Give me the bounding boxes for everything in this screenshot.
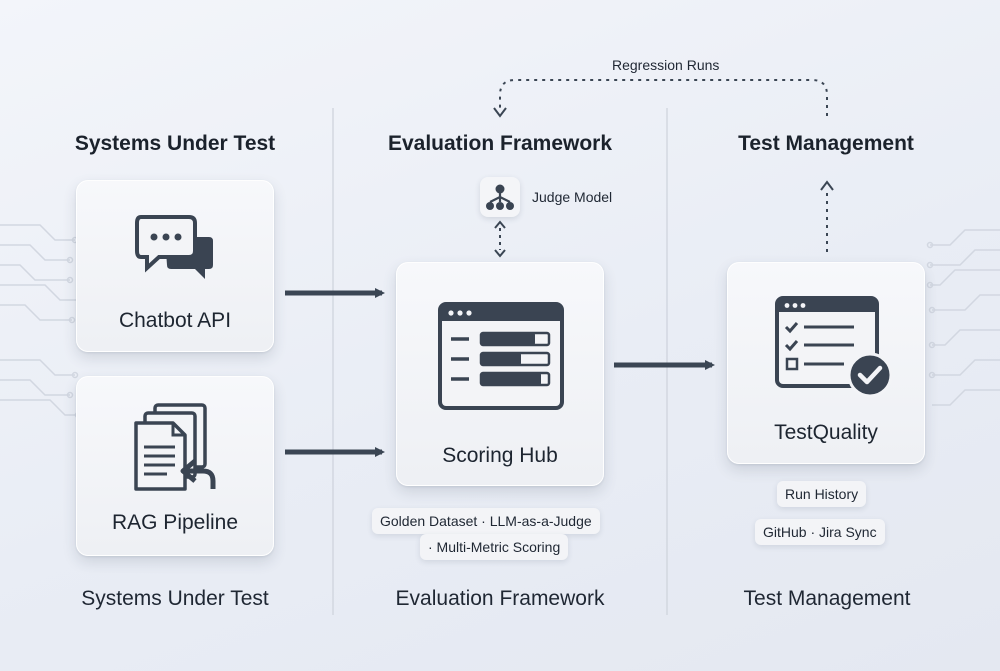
chatbot-api-label: Chatbot API [118,309,232,332]
chat-bubbles-icon [135,215,213,279]
judge-model-label: Judge Model [532,189,613,205]
documents-return-icon [134,403,216,491]
chip-golden-dataset-judge: Golden Dataset · LLM-as-a-Judge [372,508,600,534]
column-title-test-management: Test Management [738,132,914,155]
scoring-hub-label: Scoring Hub [442,444,558,467]
dashboard-window-icon [438,302,564,410]
rag-pipeline-label: RAG Pipeline [111,511,239,534]
column-title-evaluation: Evaluation Framework [387,132,613,155]
chip-run-history: Run History [777,481,867,507]
rag-pipeline-card[interactable]: RAG Pipeline [76,376,274,556]
checklist-window-icon [775,296,893,398]
testquality-label: TestQuality [774,421,878,444]
testquality-card[interactable]: TestQuality [727,262,925,464]
arrow-judge-hub-dotted [494,220,506,258]
circuit-decoration-right [926,229,1000,406]
circuit-decoration-left [0,224,84,419]
regression-runs-label: Regression Runs [612,57,720,73]
chip-github-jira-sync: GitHub · Jira Sync [755,519,885,545]
column-footer-systems: Systems Under Test [81,587,269,610]
scoring-hub-card[interactable]: Scoring Hub [396,262,604,486]
column-footer-test-management: Test Management [743,587,911,610]
arrow-testquality-up-dotted [820,180,834,252]
chatbot-api-card[interactable]: Chatbot API [76,180,274,352]
judge-model-node[interactable] [480,177,520,217]
column-title-systems: Systems Under Test [74,132,276,155]
regression-loop-path [493,79,828,118]
chip-multi-metric-scoring: · Multi-Metric Scoring [420,534,569,560]
column-footer-evaluation: Evaluation Framework [395,587,605,610]
hierarchy-icon [486,184,514,210]
